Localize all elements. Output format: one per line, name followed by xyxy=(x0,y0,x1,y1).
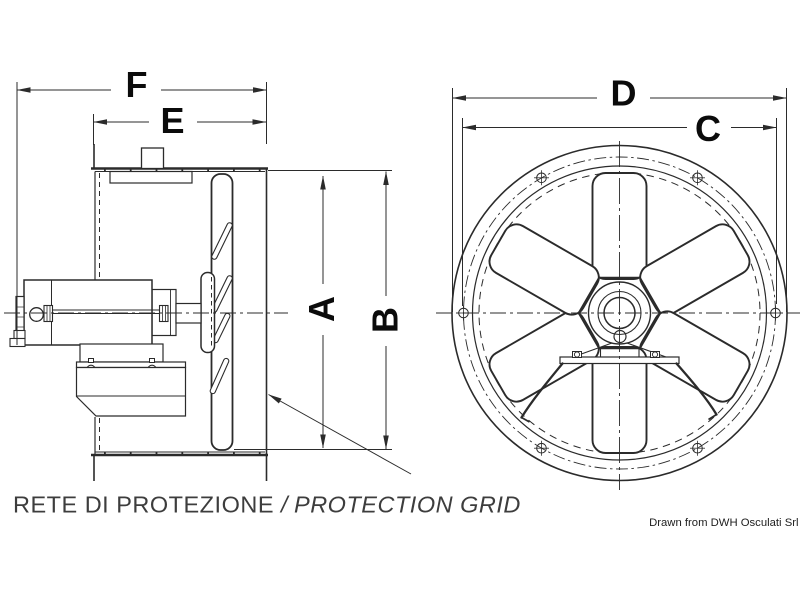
bracket-bolt-stem xyxy=(149,358,155,363)
hub-bore-circle xyxy=(603,296,636,330)
bracket-arm-hook xyxy=(708,413,717,421)
protection-grid-leader xyxy=(268,394,412,475)
credit-text: Drawn from DWH Osculati Srl xyxy=(649,517,798,529)
terminal-box xyxy=(140,147,165,170)
hub-setscrew-circle xyxy=(613,329,627,344)
hub-outer-circle xyxy=(587,281,652,345)
bracket-bolt xyxy=(572,351,582,358)
hub-hexagon xyxy=(577,276,662,350)
hub-edge xyxy=(200,271,216,354)
dim-label-A: A xyxy=(301,296,342,322)
fan-blade xyxy=(639,223,751,316)
caption: RETE DI PROTEZIONE/PROTECTION GRID xyxy=(13,492,521,518)
mount-plate xyxy=(109,170,193,184)
bracket-bolt-head xyxy=(651,351,659,358)
hub xyxy=(577,276,662,350)
dim-label-F: F xyxy=(126,64,148,105)
caption-italian: RETE DI PROTEZIONE xyxy=(13,492,274,518)
bracket-bolt-stem xyxy=(88,358,94,363)
blade-edges xyxy=(209,222,233,395)
dim-label-C: C xyxy=(695,108,721,149)
caption-english: PROTECTION GRID xyxy=(294,492,521,518)
bracket-arm-right xyxy=(675,362,718,416)
dim-label-D: D xyxy=(611,73,637,114)
dimension-labels: F E A B D C xyxy=(126,64,722,333)
caption-separator: / xyxy=(279,492,290,518)
dim-label-E: E xyxy=(160,100,184,141)
fan-blade xyxy=(488,223,600,316)
blade-edge xyxy=(211,222,233,260)
tie-rod-nut-right xyxy=(158,304,169,323)
eyebolt xyxy=(29,307,44,322)
blade-edge xyxy=(209,357,230,395)
front-view xyxy=(436,141,800,490)
fan-blade xyxy=(639,310,751,403)
dim-label-B: B xyxy=(365,307,406,333)
tie-rod-nut-left xyxy=(43,304,54,323)
bracket-bolt xyxy=(650,351,660,358)
junction-plate-upper xyxy=(13,329,26,340)
side-view xyxy=(4,144,288,481)
bracket-arm-left xyxy=(520,362,564,419)
bracket-box xyxy=(75,366,187,417)
bracket-bolt-head xyxy=(573,351,581,358)
fan-blade xyxy=(488,310,600,403)
hub-mid-circle xyxy=(597,290,642,336)
bracket-arm-hook xyxy=(521,416,530,423)
dimensions xyxy=(16,82,787,475)
